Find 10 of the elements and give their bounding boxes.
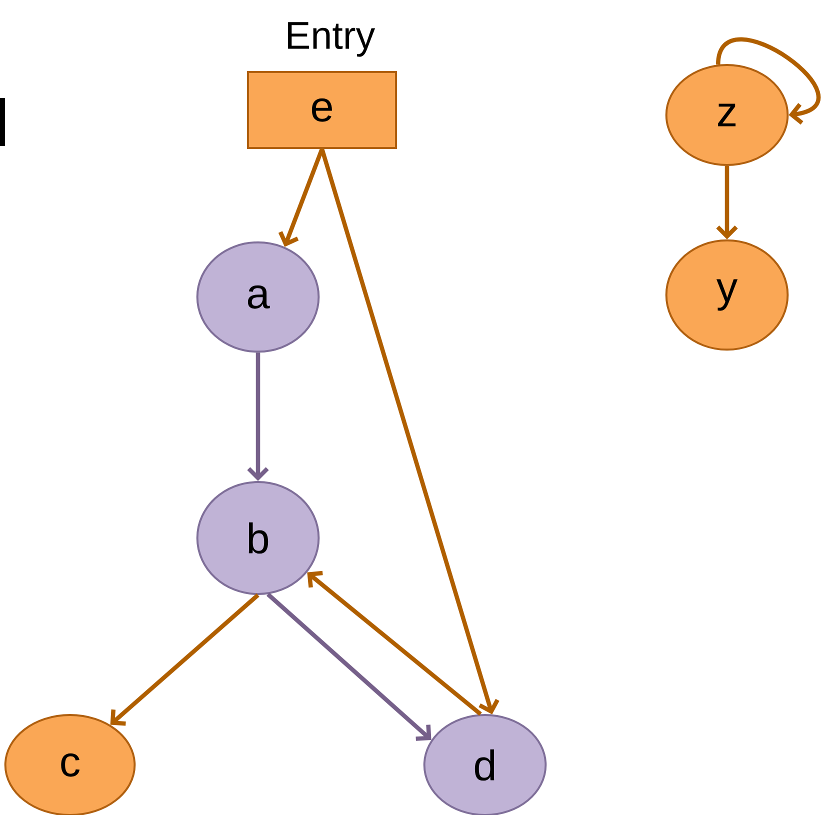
arrow xyxy=(110,593,260,726)
arrow xyxy=(716,37,820,125)
heading: Entry xyxy=(288,22,376,57)
arrow xyxy=(278,148,324,247)
process-box: e xyxy=(247,71,397,149)
arrow xyxy=(307,570,482,716)
arrow xyxy=(247,352,269,481)
arrow xyxy=(716,166,738,240)
arrow xyxy=(320,148,500,714)
arrow xyxy=(266,592,432,741)
